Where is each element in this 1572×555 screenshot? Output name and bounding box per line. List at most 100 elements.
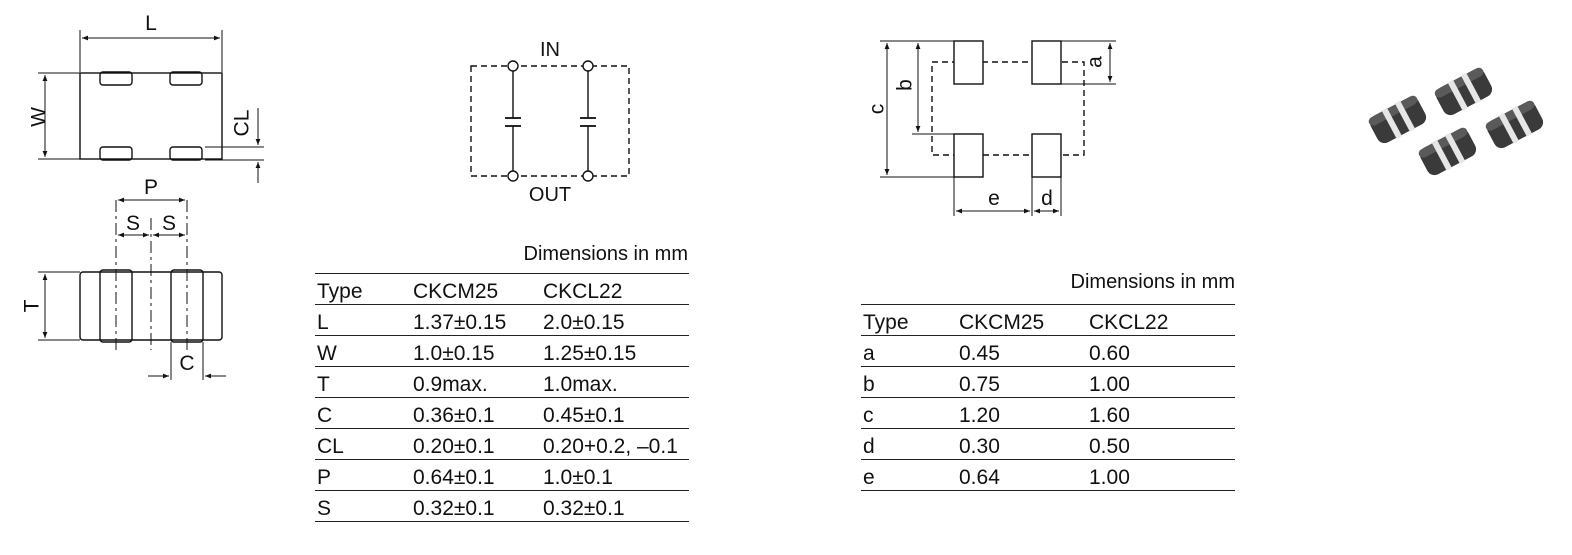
table-cell: T — [315, 366, 411, 398]
table-cell: 0.30 — [957, 428, 1087, 460]
table-header-cell: CKCL22 — [541, 273, 689, 305]
terminal-node — [582, 60, 594, 72]
label-a: a — [1084, 56, 1107, 68]
chip-photo — [1418, 127, 1477, 176]
table-cell: P — [315, 459, 411, 491]
chip-photo — [1368, 95, 1427, 144]
table-cell: 0.20+0.2, –0.1 — [541, 428, 689, 460]
table-cell: 0.64 — [957, 459, 1087, 491]
terminal-pad — [99, 146, 133, 161]
table2-caption: Dimensions in mm — [1070, 271, 1235, 293]
label-T: T — [21, 299, 44, 312]
table-cell: 1.20 — [957, 397, 1087, 429]
table-cell: 0.45 — [957, 335, 1087, 367]
terminal-pad — [99, 71, 133, 86]
label-c: c — [866, 104, 889, 115]
table-cell: 1.0±0.15 — [411, 335, 541, 367]
table-header-cell: CKCM25 — [957, 304, 1087, 336]
label-S: S — [126, 212, 140, 235]
table-cell: 0.50 — [1087, 428, 1235, 460]
label-S: S — [162, 212, 176, 235]
table-cell: W — [315, 335, 411, 367]
table-cell: 1.25±0.15 — [541, 335, 689, 367]
table-cell: a — [861, 335, 957, 367]
label-e: e — [988, 187, 1000, 210]
chip-photo — [1485, 100, 1544, 149]
table-cell: 0.36±0.1 — [411, 397, 541, 429]
label-W: W — [28, 107, 51, 127]
table-header-cell: CKCL22 — [1087, 304, 1235, 336]
terminal-node — [582, 170, 594, 182]
circuit-in-label: IN — [540, 39, 560, 61]
table-cell: 1.37±0.15 — [411, 304, 541, 336]
table-header-cell: Type — [315, 273, 411, 305]
table-cell: 0.45±0.1 — [541, 397, 689, 429]
table-cell: 1.00 — [1087, 366, 1235, 398]
terminal-node — [507, 60, 519, 72]
land-pad — [953, 133, 984, 178]
table-cell: L — [315, 304, 411, 336]
table-cell: d — [861, 428, 957, 460]
chip-side-view-drawing — [38, 197, 226, 380]
table-header-cell: Type — [861, 304, 957, 336]
product-photo — [1368, 67, 1544, 176]
table-cell: 0.64±0.1 — [411, 459, 541, 491]
terminal-pad — [169, 71, 203, 86]
circuit-boundary — [470, 65, 630, 177]
land-pad — [1031, 40, 1062, 85]
table-cell: 0.32±0.1 — [541, 490, 689, 522]
table-header-cell: CKCM25 — [411, 273, 541, 305]
table-cell: 1.0max. — [541, 366, 689, 398]
land-pad — [1031, 133, 1062, 178]
table-cell: CL — [315, 428, 411, 460]
table-cell: 0.32±0.1 — [411, 490, 541, 522]
table-cell: 0.75 — [957, 366, 1087, 398]
table-cell: 1.0±0.1 — [541, 459, 689, 491]
label-b: b — [894, 79, 917, 91]
table-cell: c — [861, 397, 957, 429]
table-cell: b — [861, 366, 957, 398]
table-cell: S — [315, 490, 411, 522]
label-L: L — [145, 12, 157, 35]
table-cell: 0.9max. — [411, 366, 541, 398]
land-pad — [953, 40, 984, 85]
terminal-node — [507, 170, 519, 182]
table1-caption: Dimensions in mm — [523, 243, 688, 265]
table-cell: e — [861, 459, 957, 491]
equivalent-circuit — [470, 60, 630, 182]
land-pattern-drawing — [880, 40, 1116, 216]
label-CL: CL — [231, 110, 254, 137]
table-cell: 0.60 — [1087, 335, 1235, 367]
chip-outline-drawing — [38, 30, 264, 183]
label-d: d — [1041, 187, 1053, 210]
table-cell: 1.60 — [1087, 397, 1235, 429]
table-cell: 0.20±0.1 — [411, 428, 541, 460]
chip-body-outline — [79, 72, 223, 160]
chip-outline-dashed — [931, 61, 1085, 156]
table-cell: 1.00 — [1087, 459, 1235, 491]
table-cell: C — [315, 397, 411, 429]
chip-photo — [1434, 67, 1493, 116]
table-cell: 2.0±0.15 — [541, 304, 689, 336]
terminal-pad — [169, 146, 203, 161]
circuit-out-label: OUT — [529, 184, 571, 206]
label-P: P — [144, 176, 158, 199]
label-C: C — [179, 352, 194, 375]
